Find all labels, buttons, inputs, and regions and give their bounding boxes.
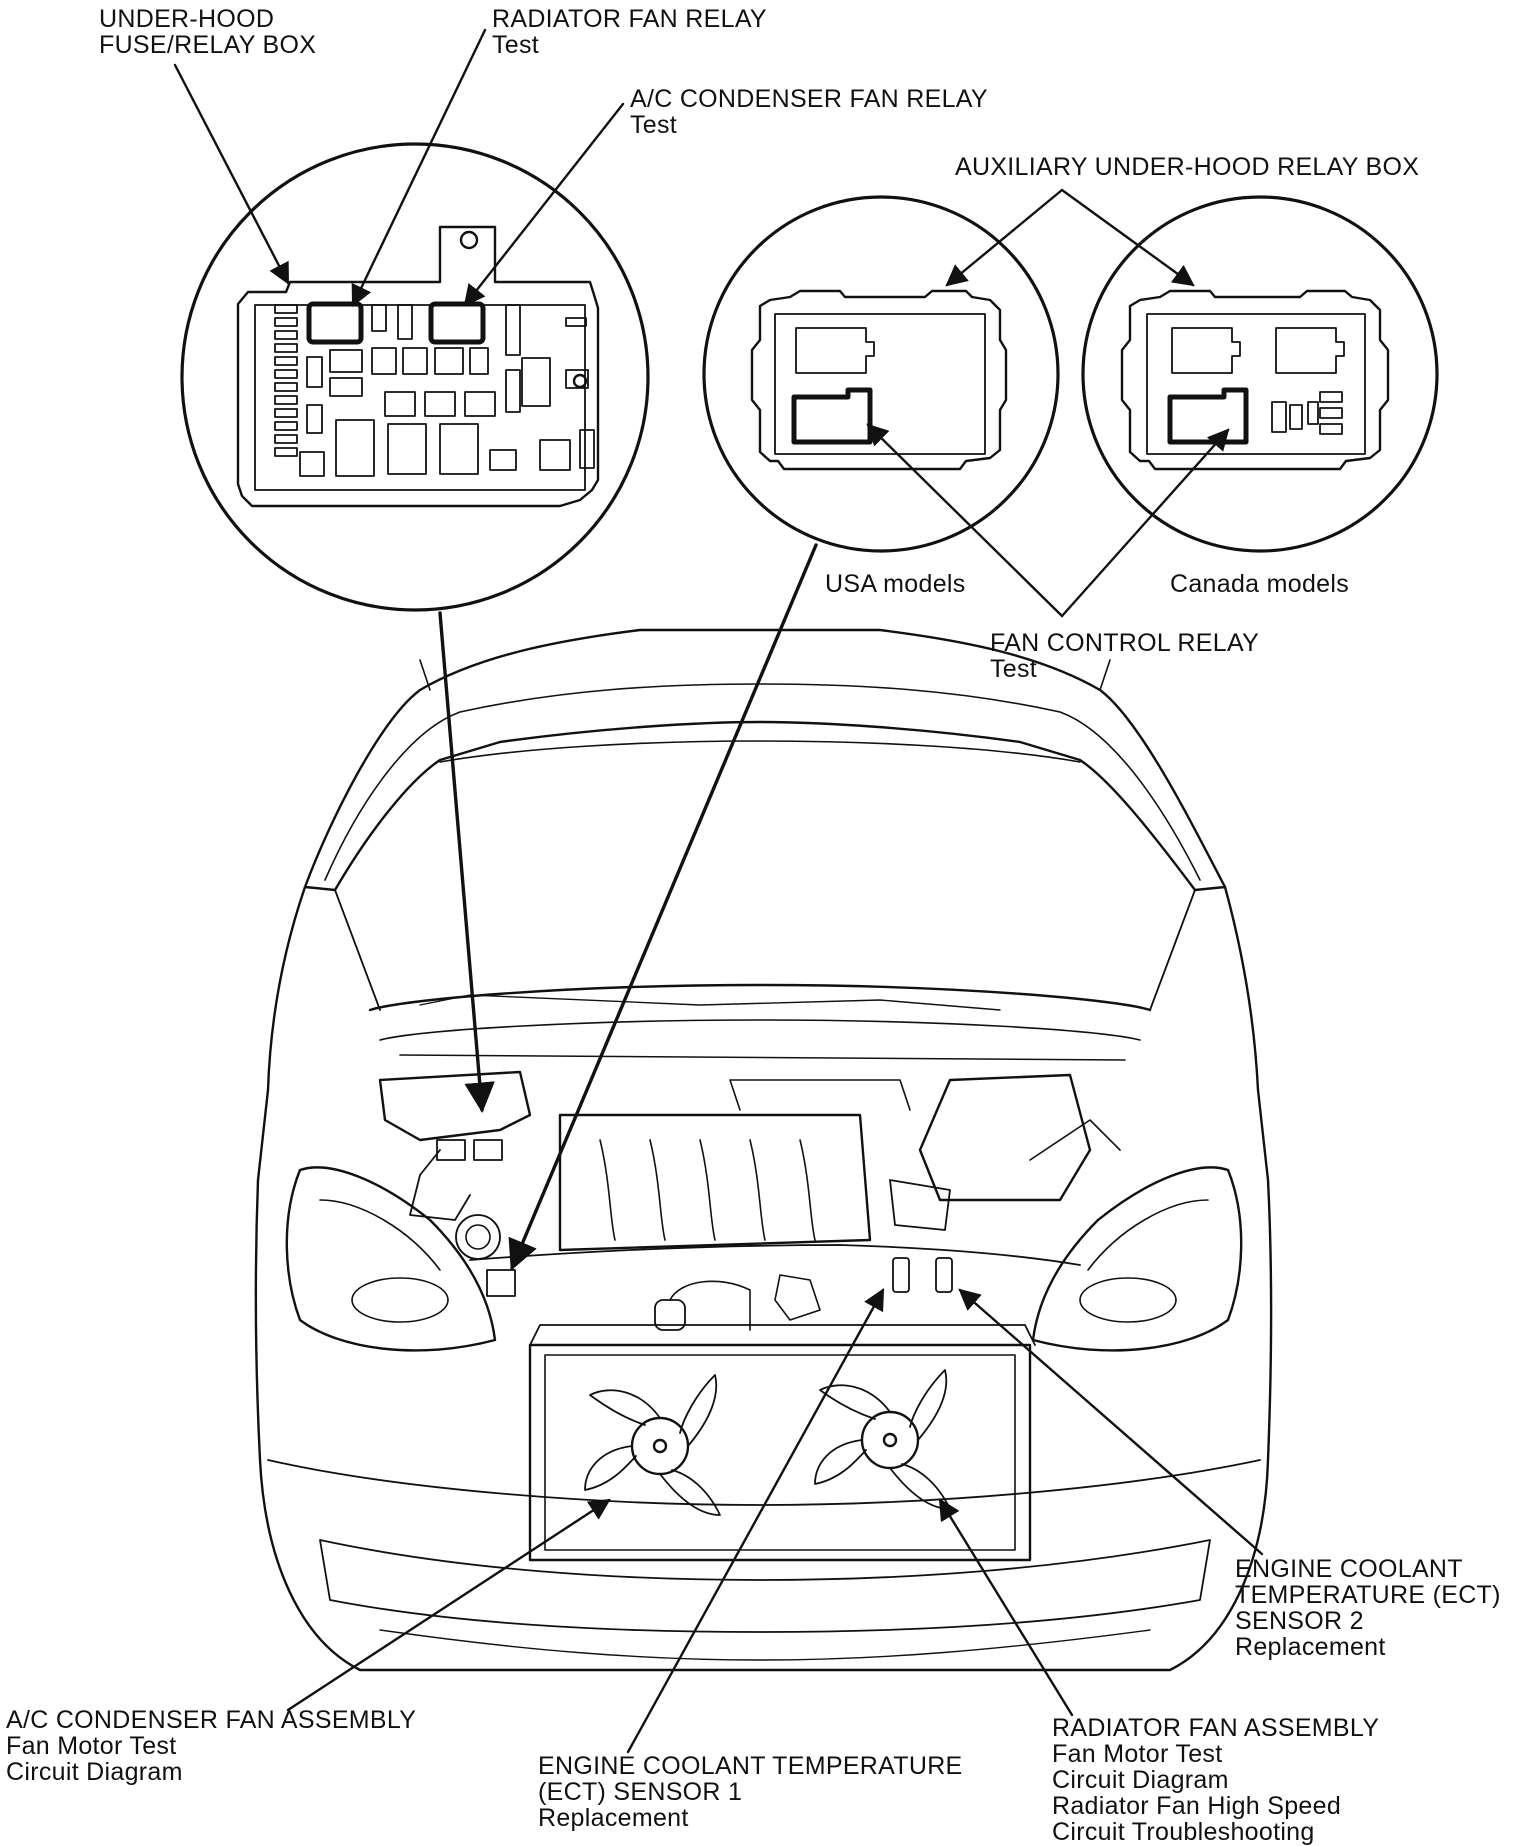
radiator-fan-assembly-callout: RADIATOR FAN ASSEMBLY Fan Motor Test Cir… [1052, 1715, 1379, 1845]
radiator-fan-motor-test-link[interactable]: Fan Motor Test [1052, 1740, 1223, 1768]
ect-sensor-2-callout: ENGINE COOLANT TEMPERATURE (ECT) SENSOR … [1235, 1556, 1501, 1660]
ect-sensor-2-replacement-link[interactable]: Replacement [1235, 1633, 1386, 1661]
ect-sensor-1-title-line1: ENGINE COOLANT TEMPERATURE [538, 1752, 963, 1780]
ect-sensor-1-replacement-link[interactable]: Replacement [538, 1804, 689, 1832]
radiator-fan-relay-test-link[interactable]: Test [492, 31, 540, 59]
aux-relay-box-canada-detail [1081, 195, 1439, 553]
ect-sensor-2-title-line3: SENSOR 2 [1235, 1607, 1364, 1635]
ac-condenser-fan-relay-test-link[interactable]: Test [630, 111, 678, 139]
radiator-circuit-diagram-link[interactable]: Circuit Diagram [1052, 1766, 1229, 1794]
circuit-troubleshooting-link[interactable]: Circuit Troubleshooting [1052, 1818, 1315, 1846]
aux-relay-box-callout: AUXILIARY UNDER-HOOD RELAY BOX [955, 154, 1419, 180]
underhood-fuse-relay-box-label: UNDER-HOOD FUSE/RELAY BOX [99, 6, 316, 58]
fan-control-relay-title: FAN CONTROL RELAY [990, 629, 1260, 657]
radiator-fan-relay-callout: RADIATOR FAN RELAY Test [492, 6, 767, 58]
vehicle-front-view [254, 628, 1273, 1672]
ect-sensor-1-callout: ENGINE COOLANT TEMPERATURE (ECT) SENSOR … [538, 1753, 963, 1831]
underhood-label-line2: FUSE/RELAY BOX [99, 31, 317, 59]
ac-circuit-diagram-link[interactable]: Circuit Diagram [6, 1758, 183, 1786]
underhood-fuse-relay-box-detail [180, 142, 650, 612]
aux-relay-box-title: AUXILIARY UNDER-HOOD RELAY BOX [955, 153, 1420, 181]
leader-lines [173, 28, 1264, 1754]
radiator-fan-high-speed-link[interactable]: Radiator Fan High Speed [1052, 1792, 1342, 1820]
ac-fan-motor-test-link[interactable]: Fan Motor Test [6, 1732, 177, 1760]
fan-control-relay-callout: FAN CONTROL RELAY Test [990, 630, 1259, 682]
ac-condenser-fan-relay-callout: A/C CONDENSER FAN RELAY Test [630, 86, 988, 138]
fan-control-relay-test-link[interactable]: Test [990, 655, 1038, 683]
aux-relay-box-usa-detail [702, 195, 1060, 553]
ect-sensor-2-title-line1: ENGINE COOLANT [1235, 1555, 1463, 1583]
ac-condenser-fan-assembly-callout: A/C CONDENSER FAN ASSEMBLY Fan Motor Tes… [6, 1707, 416, 1785]
radiator-fan-relay-title: RADIATOR FAN RELAY [492, 5, 767, 33]
underhood-label-line1: UNDER-HOOD [99, 5, 275, 33]
ac-condenser-fan-assembly-title: A/C CONDENSER FAN ASSEMBLY [6, 1706, 417, 1734]
ac-condenser-fan-relay-title: A/C CONDENSER FAN RELAY [630, 85, 988, 113]
ect-sensor-1-title-line2: (ECT) SENSOR 1 [538, 1778, 743, 1806]
ect-sensor-2-title-line2: TEMPERATURE (ECT) [1235, 1581, 1501, 1609]
usa-models-label: USA models [825, 570, 966, 598]
radiator-fan-assembly-title: RADIATOR FAN ASSEMBLY [1052, 1714, 1380, 1742]
canada-models-label: Canada models [1170, 570, 1350, 598]
